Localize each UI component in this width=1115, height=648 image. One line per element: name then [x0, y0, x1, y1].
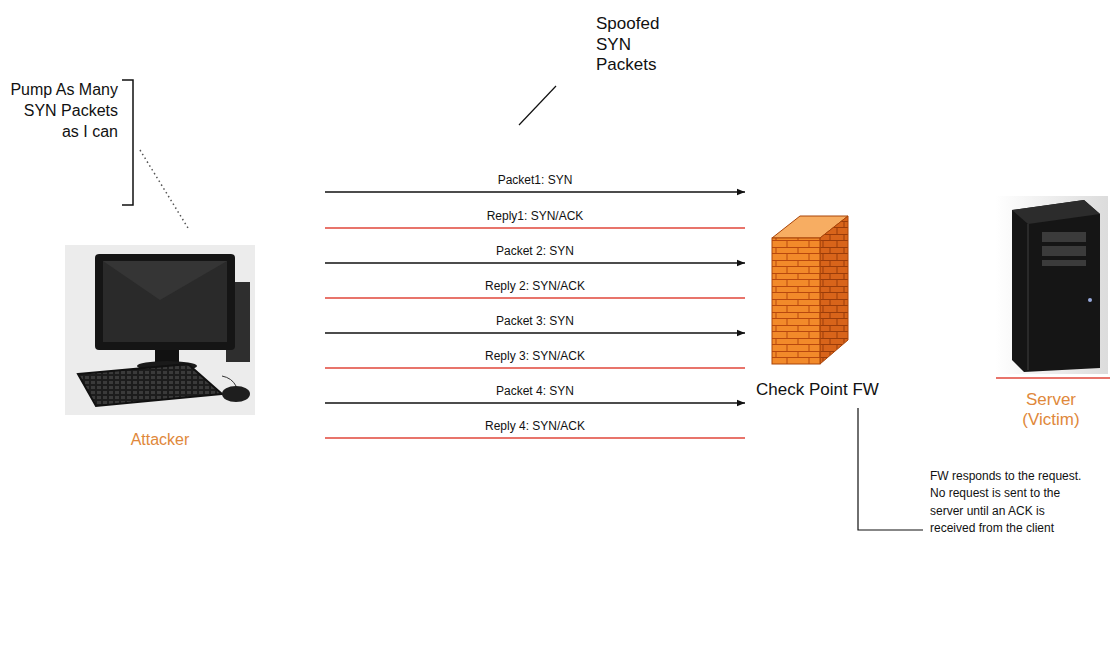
arrow-label: Reply 3: SYN/ACK — [483, 349, 587, 363]
packet-arrow — [325, 402, 745, 403]
firewall-node: Check Point FW — [745, 160, 915, 405]
node-label: Attacker — [105, 430, 215, 449]
server-node: Server (Victim) — [990, 190, 1112, 440]
leader-line — [519, 86, 556, 125]
bracket — [122, 80, 133, 205]
server-illustration — [995, 196, 1108, 374]
arrow-label: Reply 2: SYN/ACK — [483, 279, 587, 293]
node-label: Check Point FW — [725, 380, 910, 400]
computer-illustration — [65, 245, 255, 415]
callout-text: Spoofed SYN Packets — [596, 14, 668, 76]
node-label: Server (Victim) — [1010, 390, 1092, 431]
packet-arrow — [325, 332, 745, 333]
arrow-label: Packet 2: SYN — [494, 244, 576, 258]
reply-arrow — [325, 297, 745, 298]
leader-line — [858, 408, 923, 530]
arrow-label: Packet 4: SYN — [494, 384, 576, 398]
bracket-note: Pump As Many SYN Packets as I can — [10, 80, 118, 142]
arrow-label: Reply1: SYN/ACK — [485, 209, 586, 223]
reply-arrow — [325, 437, 745, 438]
note-text: FW responds to the request. No request i… — [930, 468, 1082, 538]
firewall-icon — [772, 216, 848, 364]
packet-arrow — [325, 262, 745, 263]
reply-arrow — [325, 367, 745, 368]
arrow-label: Packet1: SYN — [496, 173, 575, 187]
dotted-leader — [140, 150, 188, 228]
packet-arrow — [325, 191, 745, 192]
underline — [996, 377, 1110, 379]
arrow-label: Packet 3: SYN — [494, 314, 576, 328]
reply-arrow — [325, 227, 745, 228]
arrow-label: Reply 4: SYN/ACK — [483, 419, 587, 433]
computer-node: Attacker — [60, 160, 325, 460]
